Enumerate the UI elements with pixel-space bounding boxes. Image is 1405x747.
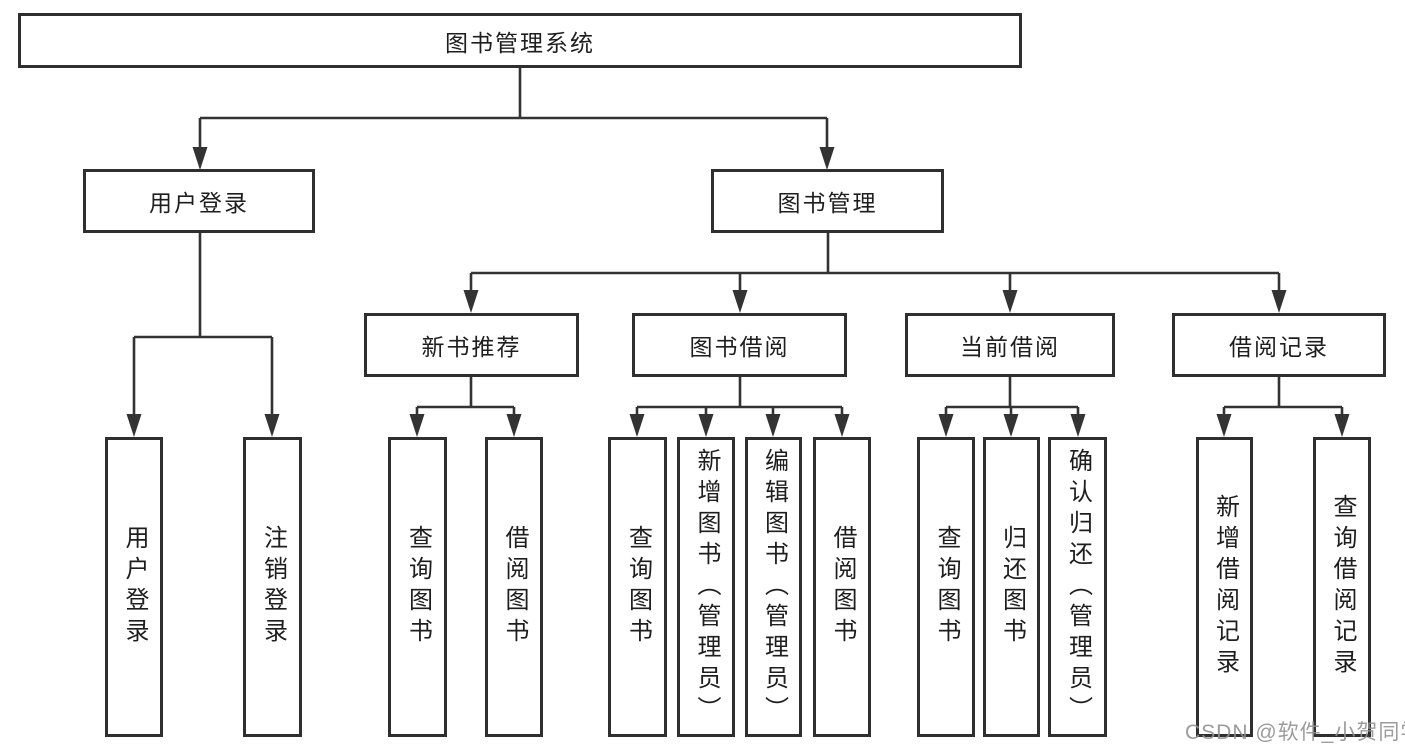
watermark: CSDN @软件_小贺同学 — [1185, 721, 1405, 744]
node-label: 新书推荐 — [421, 334, 522, 360]
node-label: 查询图书 — [933, 525, 960, 649]
node-label: 新增图书（管理员） — [693, 447, 720, 727]
leaf-current-return-books: 归还图书 — [983, 437, 1040, 737]
node-label: 当前借阅 — [960, 334, 1060, 360]
leaf-logout-login: 注销登录 — [243, 437, 302, 737]
node-book-borrow: 图书借阅 — [632, 313, 847, 377]
node-label: 新增借阅记录 — [1211, 494, 1239, 680]
leaf-current-query-books: 查询图书 — [917, 437, 975, 737]
leaf-user-login: 用户登录 — [105, 437, 163, 737]
leaf-recommend-borrow-books: 借阅图书 — [485, 437, 543, 737]
node-label: 查询图书 — [404, 525, 432, 649]
arrowheads — [126, 147, 1350, 437]
node-book-management: 图书管理 — [711, 169, 944, 233]
node-user-login: 用户登录 — [83, 169, 315, 233]
leaf-records-add-record: 新增借阅记录 — [1196, 437, 1253, 737]
node-label: 编辑图书（管理员） — [760, 447, 788, 727]
node-label: 借阅记录 — [1229, 334, 1329, 360]
node-new-book-recommend: 新书推荐 — [364, 313, 579, 377]
node-label: 查询借阅记录 — [1329, 494, 1356, 680]
leaf-current-confirm-return-admin: 确认归还（管理员） — [1048, 437, 1107, 737]
node-label: 借阅图书 — [829, 525, 856, 649]
node-label: 查询图书 — [624, 525, 652, 649]
node-root: 图书管理系统 — [18, 13, 1022, 68]
node-label: 归还图书 — [998, 525, 1026, 649]
leaf-borrow-add-books-admin: 新增图书（管理员） — [677, 437, 735, 737]
leaf-borrow-edit-books-admin: 编辑图书（管理员） — [745, 437, 802, 737]
connector-paths — [132, 68, 1344, 421]
leaf-borrow-borrow-books: 借阅图书 — [813, 437, 871, 737]
node-label: 借阅图书 — [501, 525, 528, 649]
node-label: 图书管理系统 — [445, 29, 595, 56]
node-label: 注销登录 — [259, 525, 287, 649]
node-label: 确认归还（管理员） — [1064, 447, 1092, 727]
node-borrow-records: 借阅记录 — [1172, 313, 1386, 377]
node-label: 用户登录 — [149, 190, 249, 216]
leaf-records-query-record: 查询借阅记录 — [1313, 437, 1371, 737]
node-label: 用户登录 — [121, 525, 148, 649]
node-label: 图书借阅 — [689, 334, 790, 360]
leaf-borrow-query-books: 查询图书 — [608, 437, 667, 737]
node-label: 图书管理 — [777, 190, 878, 216]
node-current-borrow: 当前借阅 — [905, 313, 1115, 377]
leaf-recommend-query-books: 查询图书 — [388, 437, 447, 737]
